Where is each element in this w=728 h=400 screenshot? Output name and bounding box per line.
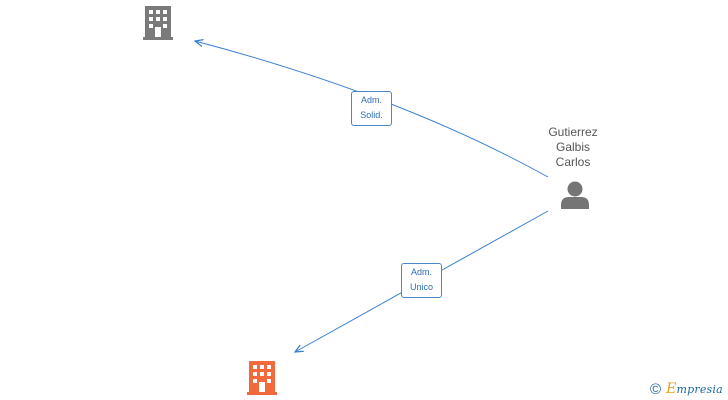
building-icon[interactable] bbox=[143, 6, 173, 40]
copyright-icon: © bbox=[650, 380, 662, 398]
edge-label-admin-solidario: Adm. Solid. bbox=[351, 91, 392, 126]
person-name-line: Gutierrez bbox=[548, 125, 598, 139]
person-name[interactable]: Gutierrez Galbis Carlos bbox=[536, 125, 610, 170]
brand-logo: Empresia bbox=[666, 381, 723, 397]
empresia-watermark[interactable]: © Empresia bbox=[650, 378, 723, 400]
brand-initial: E bbox=[666, 381, 677, 397]
building-icon[interactable] bbox=[247, 361, 277, 395]
person-name-line: Carlos bbox=[555, 155, 591, 169]
edge-label-admin-unico: Adm. Unico bbox=[401, 263, 442, 298]
edge-label-line: Unico bbox=[409, 282, 433, 292]
person-name-line: Galbis bbox=[555, 140, 590, 154]
edge-label-line: Adm. bbox=[410, 267, 432, 277]
person-icon[interactable] bbox=[561, 181, 589, 210]
brand-name: mpresia bbox=[676, 383, 723, 396]
edge-label-line: Solid. bbox=[360, 110, 383, 120]
edge-label-line: Adm. bbox=[360, 95, 382, 105]
